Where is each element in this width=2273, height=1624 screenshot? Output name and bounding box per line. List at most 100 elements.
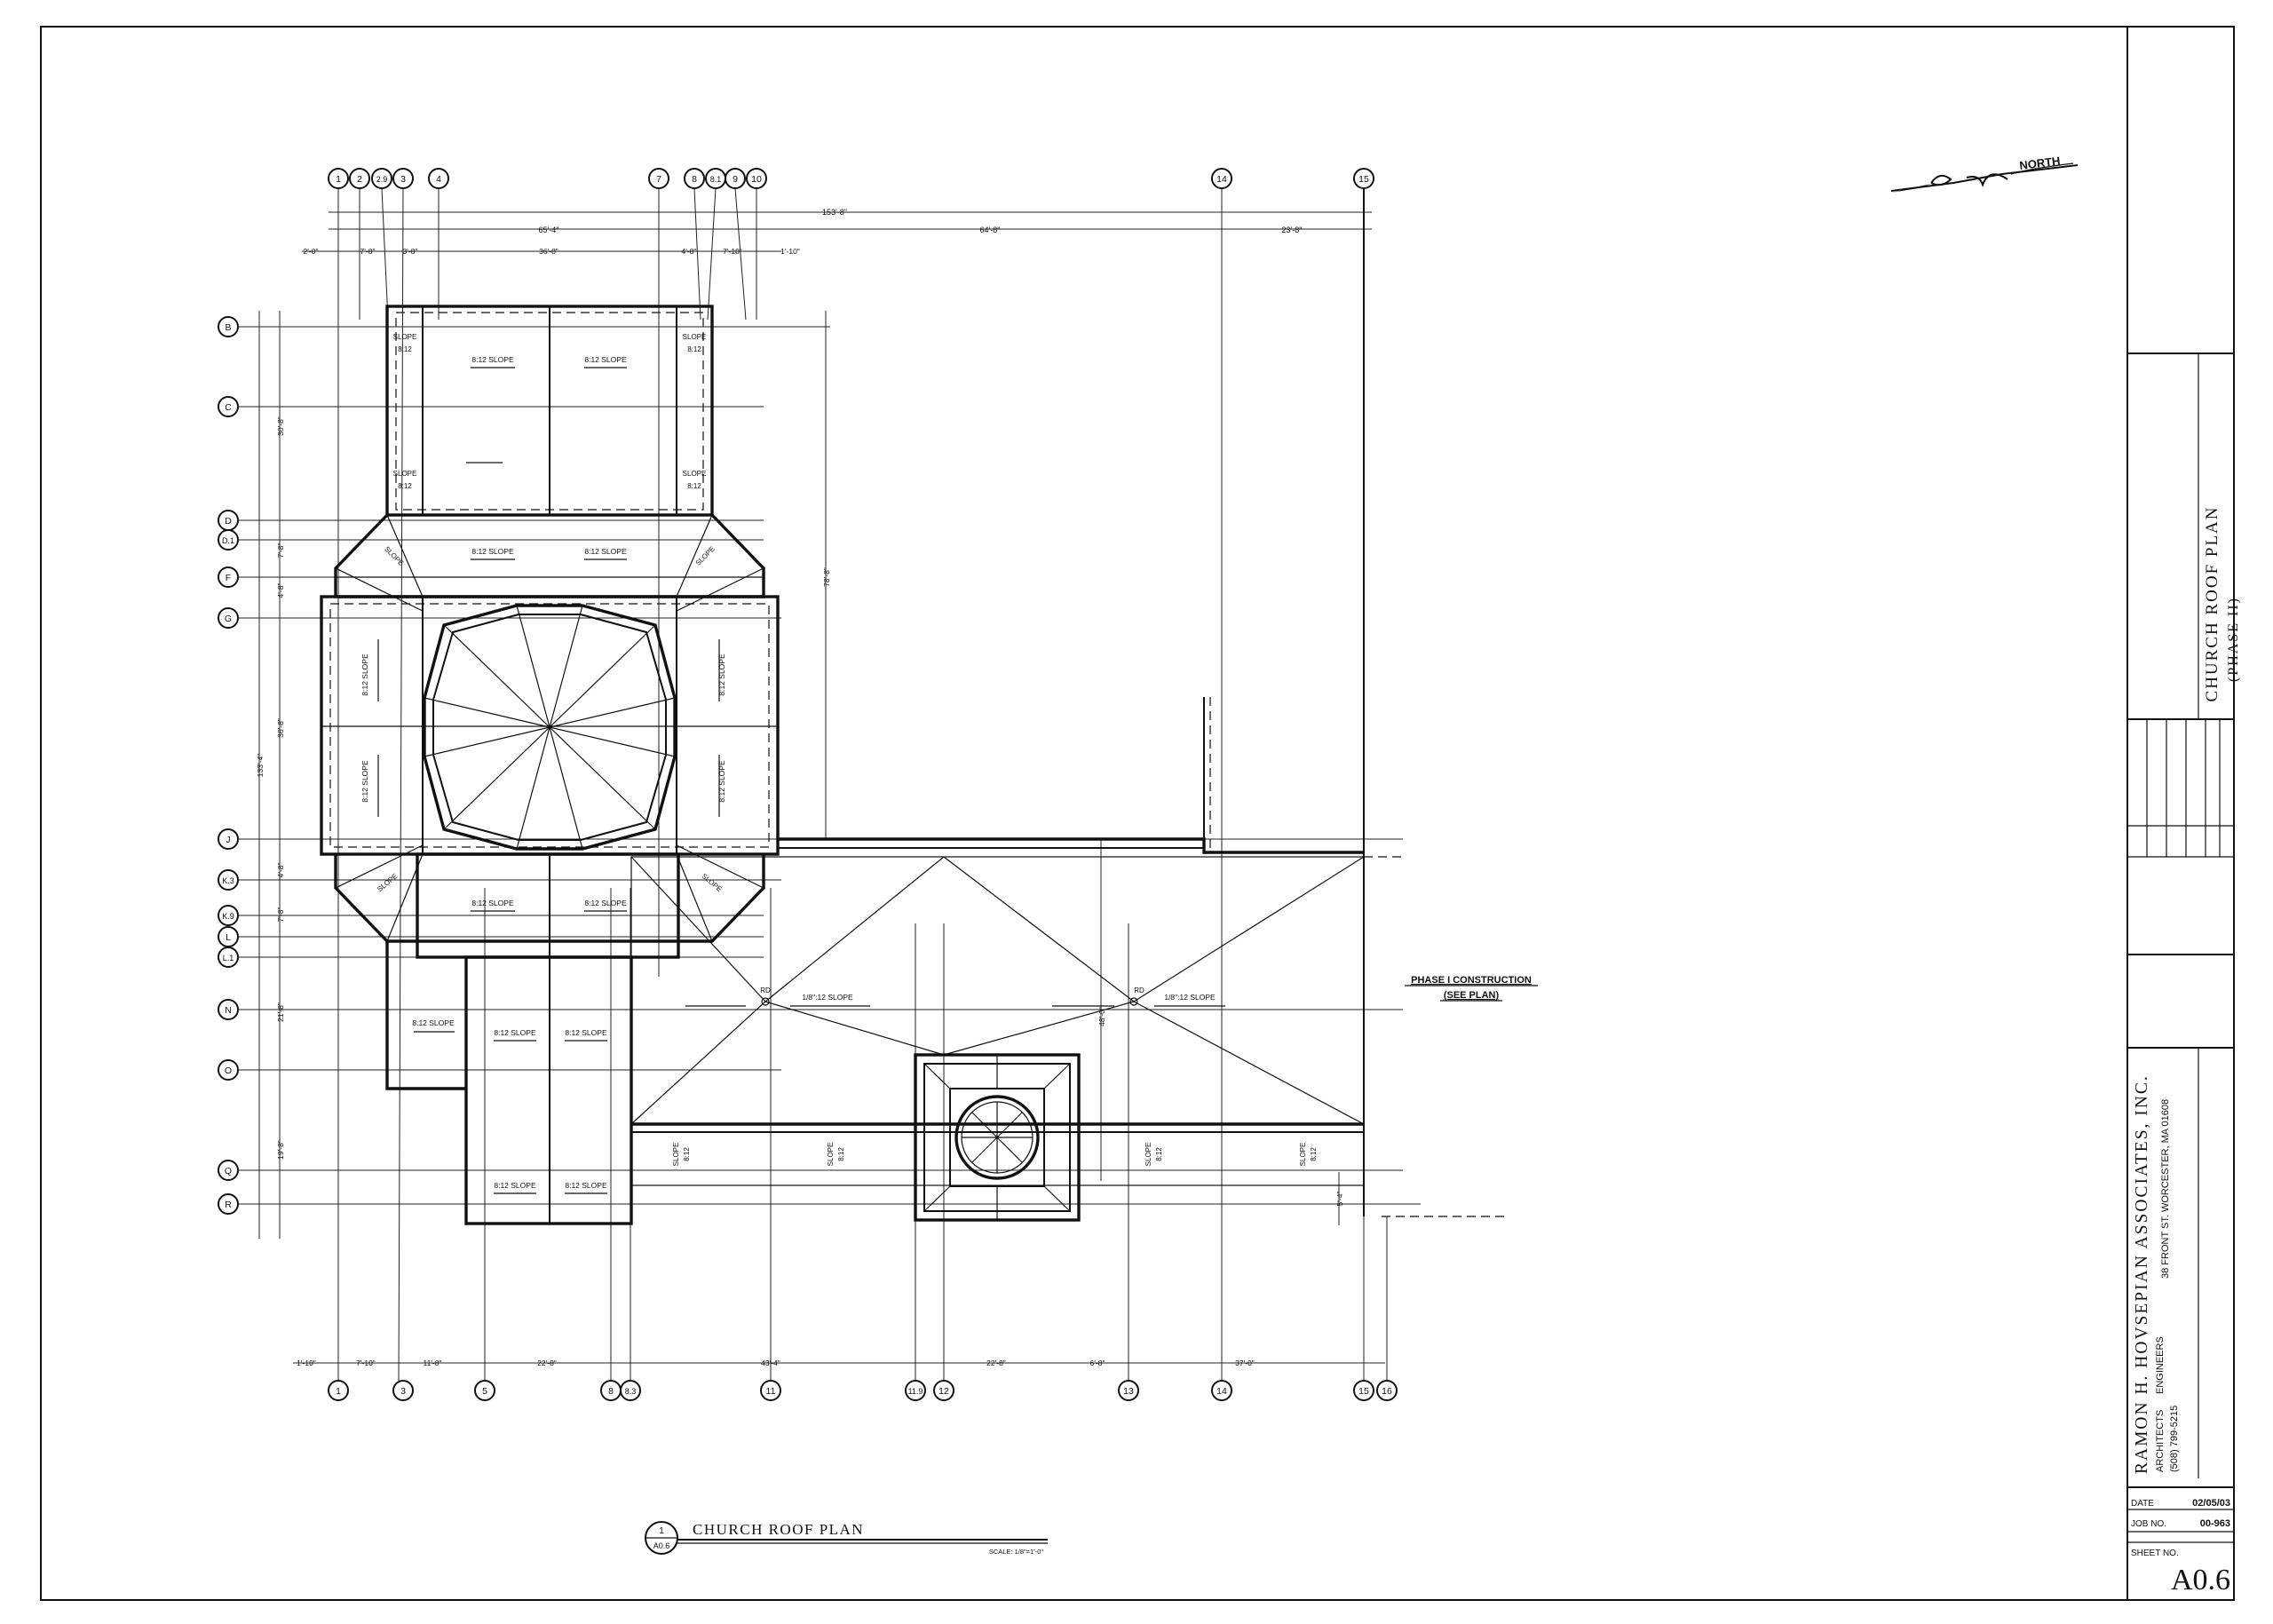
dim-bot-g: 6'-8" bbox=[1090, 1359, 1105, 1367]
grid-bubble-bottom: 16 bbox=[1376, 1380, 1398, 1401]
plan-number: 1 bbox=[659, 1526, 664, 1536]
dim-top-2b: 64'-8" bbox=[980, 226, 1001, 234]
grid-bubble-left: K.3 bbox=[218, 869, 239, 891]
svg-text:J: J bbox=[226, 835, 230, 845]
grid-bubble-bottom: 8.3 bbox=[620, 1380, 641, 1401]
grid-bubble-left: Q bbox=[218, 1160, 239, 1181]
slope-label-n2: 8:12 SLOPE bbox=[584, 355, 627, 364]
svg-text:10: 10 bbox=[751, 174, 762, 185]
top-dimension-strings: 153'-8" 65'-4" 64'-8" 23'-8" 2'-0" 7'-8"… bbox=[302, 208, 1372, 256]
slope-label-n-wing: 8:12 SLOPE bbox=[412, 1018, 455, 1027]
phase-one-note: PHASE I CONSTRUCTION (SEE PLAN) bbox=[1405, 975, 1538, 1002]
svg-text:C: C bbox=[225, 402, 232, 413]
slope-ratio-e3: 8:12 bbox=[1155, 1147, 1163, 1161]
plan-scale: SCALE: 1/8"=1'-0" bbox=[989, 1548, 1044, 1556]
firm-role-architects: ARCHITECTS bbox=[2155, 1410, 2166, 1472]
svg-text:8.1: 8.1 bbox=[710, 175, 722, 184]
svg-text:11: 11 bbox=[766, 1386, 776, 1397]
roof-outline bbox=[320, 188, 1509, 1225]
revision-grid bbox=[2127, 719, 2234, 955]
slope-label-e2: 8:12 SLOPE bbox=[717, 760, 726, 803]
firm-role-engineers: ENGINEERS bbox=[2155, 1336, 2166, 1394]
svg-text:D: D bbox=[225, 516, 232, 527]
slope-word-e3: SLOPE bbox=[1144, 1143, 1152, 1167]
slope-word-ne2: SLOPE bbox=[683, 470, 707, 478]
grid-bubble-top: 7 bbox=[648, 168, 669, 189]
slope-label-w2: 8:12 SLOPE bbox=[360, 760, 369, 803]
grid-bubble-top: 14 bbox=[1211, 168, 1232, 189]
date-value: 02/05/03 bbox=[2192, 1498, 2230, 1509]
svg-text:O: O bbox=[225, 1066, 232, 1076]
slope-label-n1: 8:12 SLOPE bbox=[471, 355, 514, 364]
svg-text:9: 9 bbox=[733, 174, 738, 185]
grid-bubble-left: R bbox=[218, 1193, 239, 1215]
slope-label-df2: 8:12 SLOPE bbox=[584, 547, 627, 556]
dim-bot-c: 11'-8" bbox=[423, 1359, 441, 1367]
svg-text:1: 1 bbox=[336, 174, 341, 185]
grid-bubble-top: 8 bbox=[684, 168, 705, 189]
dim-top-3e: 4'-8" bbox=[682, 247, 697, 256]
grid-bubble-bottom: 15 bbox=[1353, 1380, 1374, 1401]
svg-text:3: 3 bbox=[400, 1386, 406, 1397]
svg-text:K.3: K.3 bbox=[222, 876, 234, 885]
grid-bubble-left: D bbox=[218, 510, 239, 531]
date-label: DATE bbox=[2131, 1499, 2154, 1509]
grid-bubble-top: 9 bbox=[725, 168, 746, 189]
grid-bubble-left: F bbox=[218, 566, 239, 588]
grid-bubble-bottom: 1 bbox=[328, 1380, 349, 1401]
phase-one-title: PHASE I CONSTRUCTION bbox=[1411, 975, 1532, 986]
dim-bot-d: 22'-8" bbox=[537, 1359, 557, 1367]
grid-bubble-left: B bbox=[218, 316, 239, 337]
dim-right-a: 78'-8" bbox=[822, 567, 831, 587]
dim-top-3b: 7'-8" bbox=[360, 247, 376, 256]
svg-text:3: 3 bbox=[400, 174, 406, 185]
bottom-dimension-strings: 1'-10" 7'-10" 11'-8" 22'-8" 43'-4" 22'-8… bbox=[293, 1359, 1385, 1367]
sheet-number-value: A0.6 bbox=[2171, 1564, 2230, 1596]
dim-top-3d: 36'-8" bbox=[539, 247, 558, 256]
dim-bot-a: 1'-10" bbox=[297, 1359, 316, 1367]
svg-text:2.9: 2.9 bbox=[376, 175, 388, 184]
plan-sheet-ref: A0.6 bbox=[653, 1541, 670, 1550]
svg-text:Q: Q bbox=[225, 1166, 232, 1176]
dim-right-c: 5'-4" bbox=[1335, 1192, 1344, 1207]
svg-text:8: 8 bbox=[692, 174, 697, 185]
slope-label-w1: 8:12 SLOPE bbox=[360, 654, 369, 696]
central-dome bbox=[423, 604, 677, 851]
slope-label-e1: 8:12 SLOPE bbox=[717, 654, 726, 696]
grid-bubble-top: 2 bbox=[349, 168, 370, 189]
slope-labels: 8:12 SLOPE 8:12 SLOPE SLOPE 8:12 SLOPE 8… bbox=[360, 333, 1318, 1194]
dim-top-2c: 23'-8" bbox=[1282, 226, 1303, 234]
svg-text:13: 13 bbox=[1123, 1386, 1134, 1397]
slope-word-e2: SLOPE bbox=[827, 1143, 835, 1167]
slope-label-s4: 8:12 SLOPE bbox=[565, 1181, 607, 1190]
grid-bubble-left: C bbox=[218, 396, 239, 417]
svg-text:12: 12 bbox=[939, 1386, 949, 1397]
svg-text:L.1: L.1 bbox=[223, 954, 234, 963]
plan-title-block: 1 A0.6 CHURCH ROOF PLAN SCALE: 1/8"=1'-0… bbox=[645, 1521, 1048, 1556]
dim-bot-f: 22'-8" bbox=[986, 1359, 1006, 1367]
grid-bubble-top: 10 bbox=[746, 168, 767, 189]
dim-top-2a: 65'-4" bbox=[539, 226, 559, 234]
grid-bubble-top: 2.9 bbox=[371, 168, 392, 189]
roof-drain-1: RD bbox=[760, 986, 771, 994]
slope-flat-2: 1/8":12 SLOPE bbox=[1164, 993, 1216, 1002]
grid-bubble-left: J bbox=[218, 828, 239, 850]
left-dimension-strings: 30'-8" 7'-8" 4'-8" 36'-8" 133'-4" 4'-8" … bbox=[256, 311, 285, 1239]
svg-text:B: B bbox=[225, 322, 231, 333]
grid-bubble-bottom: 13 bbox=[1118, 1380, 1139, 1401]
grid-bubble-top: 15 bbox=[1353, 168, 1374, 189]
dim-right-b: 48'-0" bbox=[1097, 1007, 1106, 1026]
slope-ratio-ne: 8:12 bbox=[687, 345, 701, 353]
svg-text:D.1: D.1 bbox=[222, 536, 234, 545]
slope-ratio-nw: 8:12 bbox=[398, 345, 412, 353]
firm-name: RAMON H. HOVSEPIAN ASSOCIATES, INC. bbox=[2133, 1074, 2151, 1474]
grid-bubble-left: L.1 bbox=[218, 947, 239, 968]
svg-text:16: 16 bbox=[1382, 1386, 1392, 1397]
dim-top-3f: 7'-10" bbox=[723, 247, 742, 256]
svg-text:8: 8 bbox=[608, 1386, 614, 1397]
slope-label-s1: 8:12 SLOPE bbox=[494, 1028, 536, 1037]
slope-ratio-ne2: 8:12 bbox=[687, 482, 701, 490]
svg-text:2: 2 bbox=[357, 174, 362, 185]
